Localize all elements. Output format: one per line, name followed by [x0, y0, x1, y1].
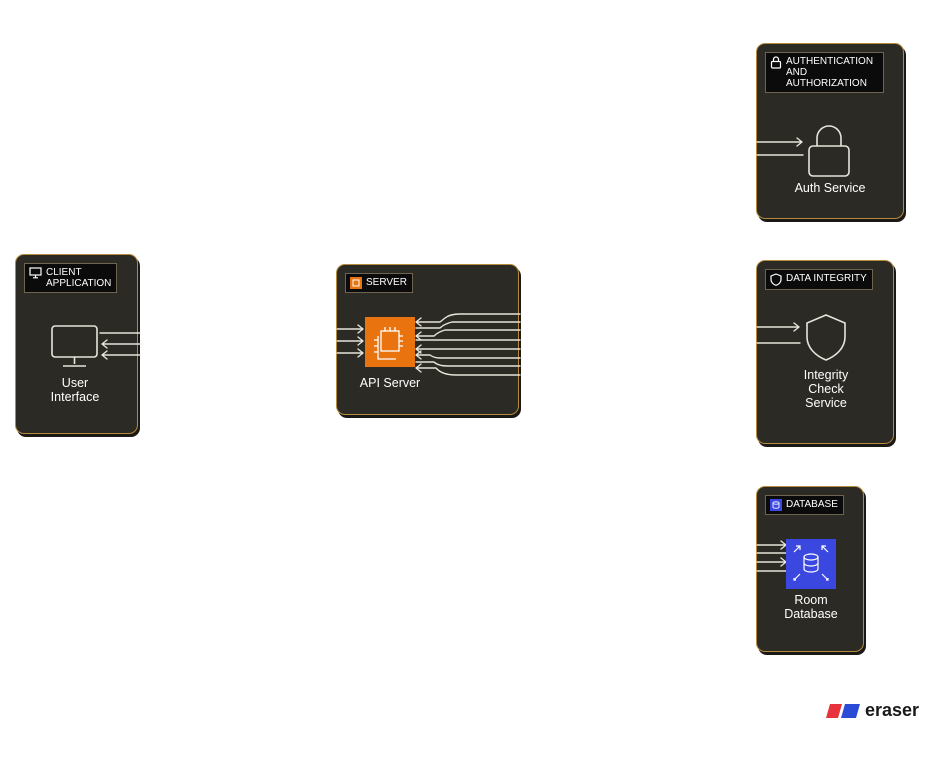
server-fan-1 — [415, 313, 521, 327]
server-fan-3 — [415, 329, 521, 341]
eraser-brand: eraser — [826, 700, 919, 721]
brand-name: eraser — [865, 700, 920, 720]
auth-in-1 — [756, 137, 803, 147]
database-title: DATABASE — [786, 499, 838, 510]
eraser-logo-icon — [826, 703, 860, 718]
auth-group[interactable]: AUTHENTICATION AND AUTHORIZATION — [756, 43, 904, 219]
database-in-1 — [756, 540, 787, 550]
server-fan-5 — [415, 344, 521, 354]
data-integrity-group-label: DATA INTEGRITY — [765, 269, 873, 290]
client-application-title: CLIENT APPLICATION — [46, 267, 112, 289]
auth-service-icon — [808, 125, 850, 177]
server-in-3 — [336, 348, 364, 358]
api-server-label: API Server — [359, 376, 421, 390]
server-in-2 — [336, 336, 364, 346]
database-in-3 — [756, 557, 787, 567]
database-group-label: DATABASE — [765, 495, 844, 515]
server-title: SERVER — [366, 277, 407, 288]
client-wire-in-2 — [101, 350, 141, 360]
server-fan-7 — [415, 361, 521, 367]
shield-icon — [770, 273, 782, 286]
lock-icon — [770, 56, 782, 69]
auth-title: AUTHENTICATION AND AUTHORIZATION — [786, 56, 874, 89]
auth-group-label: AUTHENTICATION AND AUTHORIZATION — [765, 52, 884, 93]
client-wire-in-1 — [101, 339, 141, 349]
server-fan-8 — [415, 363, 521, 376]
integrity-in-1 — [756, 322, 800, 332]
user-interface-label: User Interface — [50, 376, 100, 404]
client-application-group-label: CLIENT APPLICATION — [24, 263, 117, 293]
room-database-label: Room Database — [784, 593, 838, 621]
chip-icon — [350, 277, 362, 289]
monitor-icon — [29, 267, 42, 279]
room-database-icon — [786, 539, 836, 589]
auth-service-label: Auth Service — [794, 181, 866, 195]
server-fan-6 — [415, 350, 521, 360]
integrity-check-service-label: Integrity Check Service — [803, 368, 849, 410]
server-fan-2 — [415, 321, 521, 329]
data-integrity-group[interactable]: DATA INTEGRITY — [756, 260, 894, 444]
database-icon — [770, 499, 782, 511]
data-integrity-title: DATA INTEGRITY — [786, 273, 867, 284]
integrity-check-icon — [806, 314, 846, 361]
api-server-icon — [365, 317, 415, 367]
server-group-label: SERVER — [345, 273, 413, 293]
user-interface-icon — [51, 325, 98, 367]
server-in-1 — [336, 324, 364, 334]
